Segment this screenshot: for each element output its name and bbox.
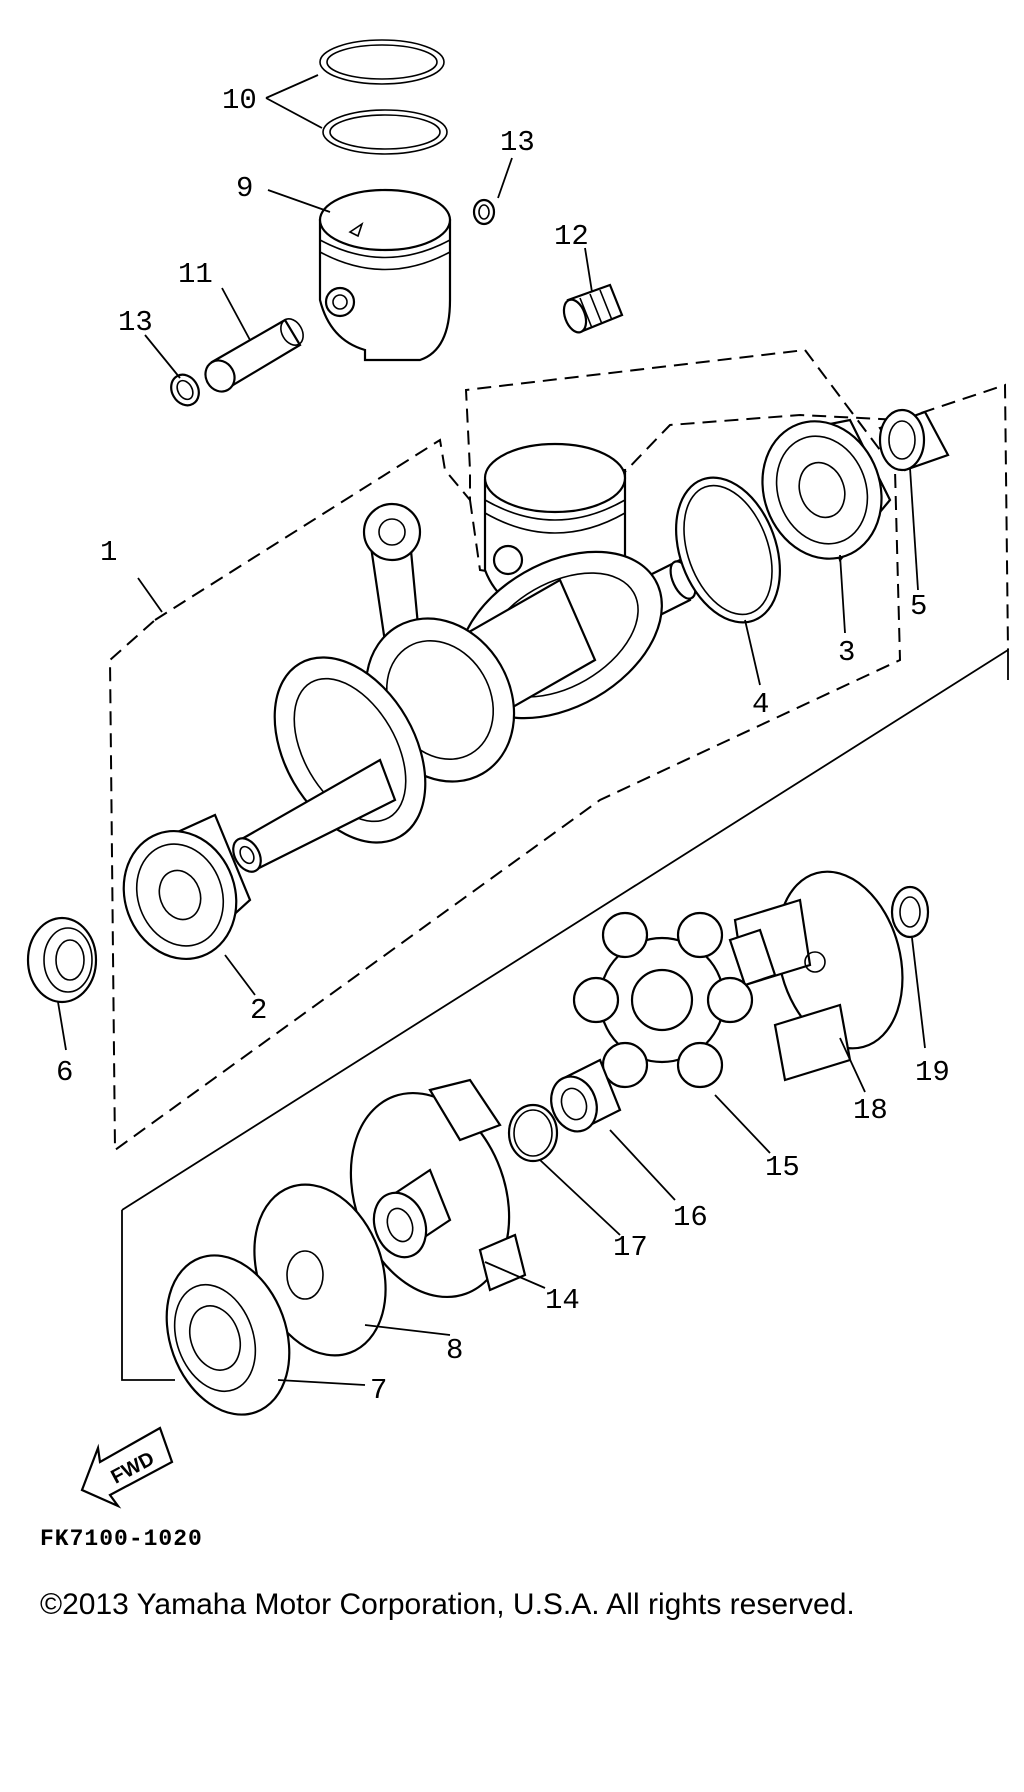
lower-assembly-outline (121, 648, 1009, 1381)
callout-14: 14 (545, 1284, 580, 1317)
leader-lines (57, 74, 926, 1386)
callout-10: 10 (222, 84, 257, 117)
o-ring (507, 1103, 559, 1163)
callout-6: 6 (56, 1056, 73, 1089)
callout-4: 4 (752, 688, 769, 721)
callout-11: 11 (178, 258, 213, 291)
piston-top (318, 188, 452, 362)
callout-3: 3 (838, 636, 855, 669)
callout-18: 18 (853, 1094, 888, 1127)
crank-circlip-ring (675, 476, 781, 624)
bearing-left (122, 813, 252, 961)
oil-seal-lower (165, 1254, 291, 1416)
drive-coupling-half (728, 870, 904, 1082)
oil-seal-left (26, 916, 98, 1004)
callout-8: 8 (446, 1334, 463, 1367)
circlip-right (472, 198, 496, 226)
figure-code: FK7100-1020 (40, 1526, 203, 1552)
fwd-arrow-icon: FWD (80, 1426, 174, 1509)
piston-pin (204, 318, 304, 393)
coupling-housing (349, 1078, 527, 1299)
callout-labels: 1 2 3 4 5 6 7 8 9 10 11 12 13 13 14 15 1… (56, 84, 950, 1407)
callout-13-left: 13 (118, 306, 153, 339)
callout-17: 17 (613, 1231, 648, 1264)
small-end-needle-bearing (562, 283, 624, 334)
callout-16: 16 (673, 1201, 708, 1234)
callout-2: 2 (250, 994, 267, 1027)
bearing-right (761, 418, 892, 563)
callout-7: 7 (370, 1374, 387, 1407)
circlip-left (170, 373, 200, 407)
callout-1: 1 (100, 536, 117, 569)
callout-19: 19 (915, 1056, 950, 1089)
coupling-rubber-damper (572, 911, 754, 1089)
crankshaft-assembly (232, 442, 697, 873)
small-washer (890, 885, 930, 939)
callout-12: 12 (554, 220, 589, 253)
callout-5: 5 (910, 590, 927, 623)
piston-rings (319, 39, 448, 155)
callout-13-right: 13 (500, 126, 535, 159)
copyright-notice: ©2013 Yamaha Motor Corporation, U.S.A. A… (40, 1588, 855, 1621)
collar (550, 1058, 622, 1133)
callout-15: 15 (765, 1151, 800, 1184)
callout-9: 9 (236, 172, 253, 205)
bushing-right (878, 408, 950, 472)
